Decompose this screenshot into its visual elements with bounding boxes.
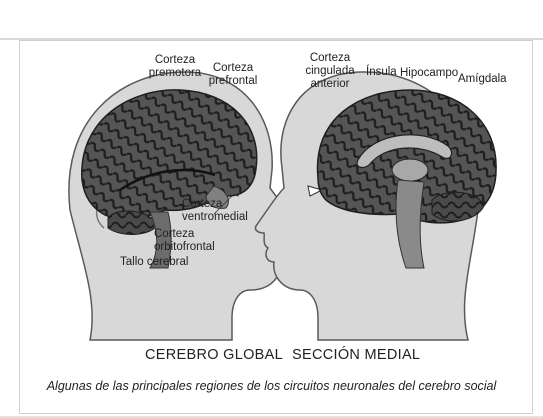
label-tallo-cerebral: Tallo cerebral: [120, 256, 189, 268]
label-insula: Ínsula: [366, 66, 397, 78]
left-brain: [81, 89, 258, 269]
title-cerebro-global: CEREBRO GLOBAL: [145, 347, 283, 363]
label-hipocampo: Hipocampo: [400, 67, 459, 79]
right-brain: [316, 89, 497, 269]
figure-frame: [19, 40, 533, 414]
bottom-rule: [0, 416, 543, 418]
figure-caption: Algunas de las principales regiones de l…: [46, 379, 497, 393]
top-rule: [0, 38, 543, 40]
label-amigdala: Amígdala: [458, 73, 507, 85]
title-seccion-medial: SECCIÓN MEDIAL: [292, 347, 421, 363]
